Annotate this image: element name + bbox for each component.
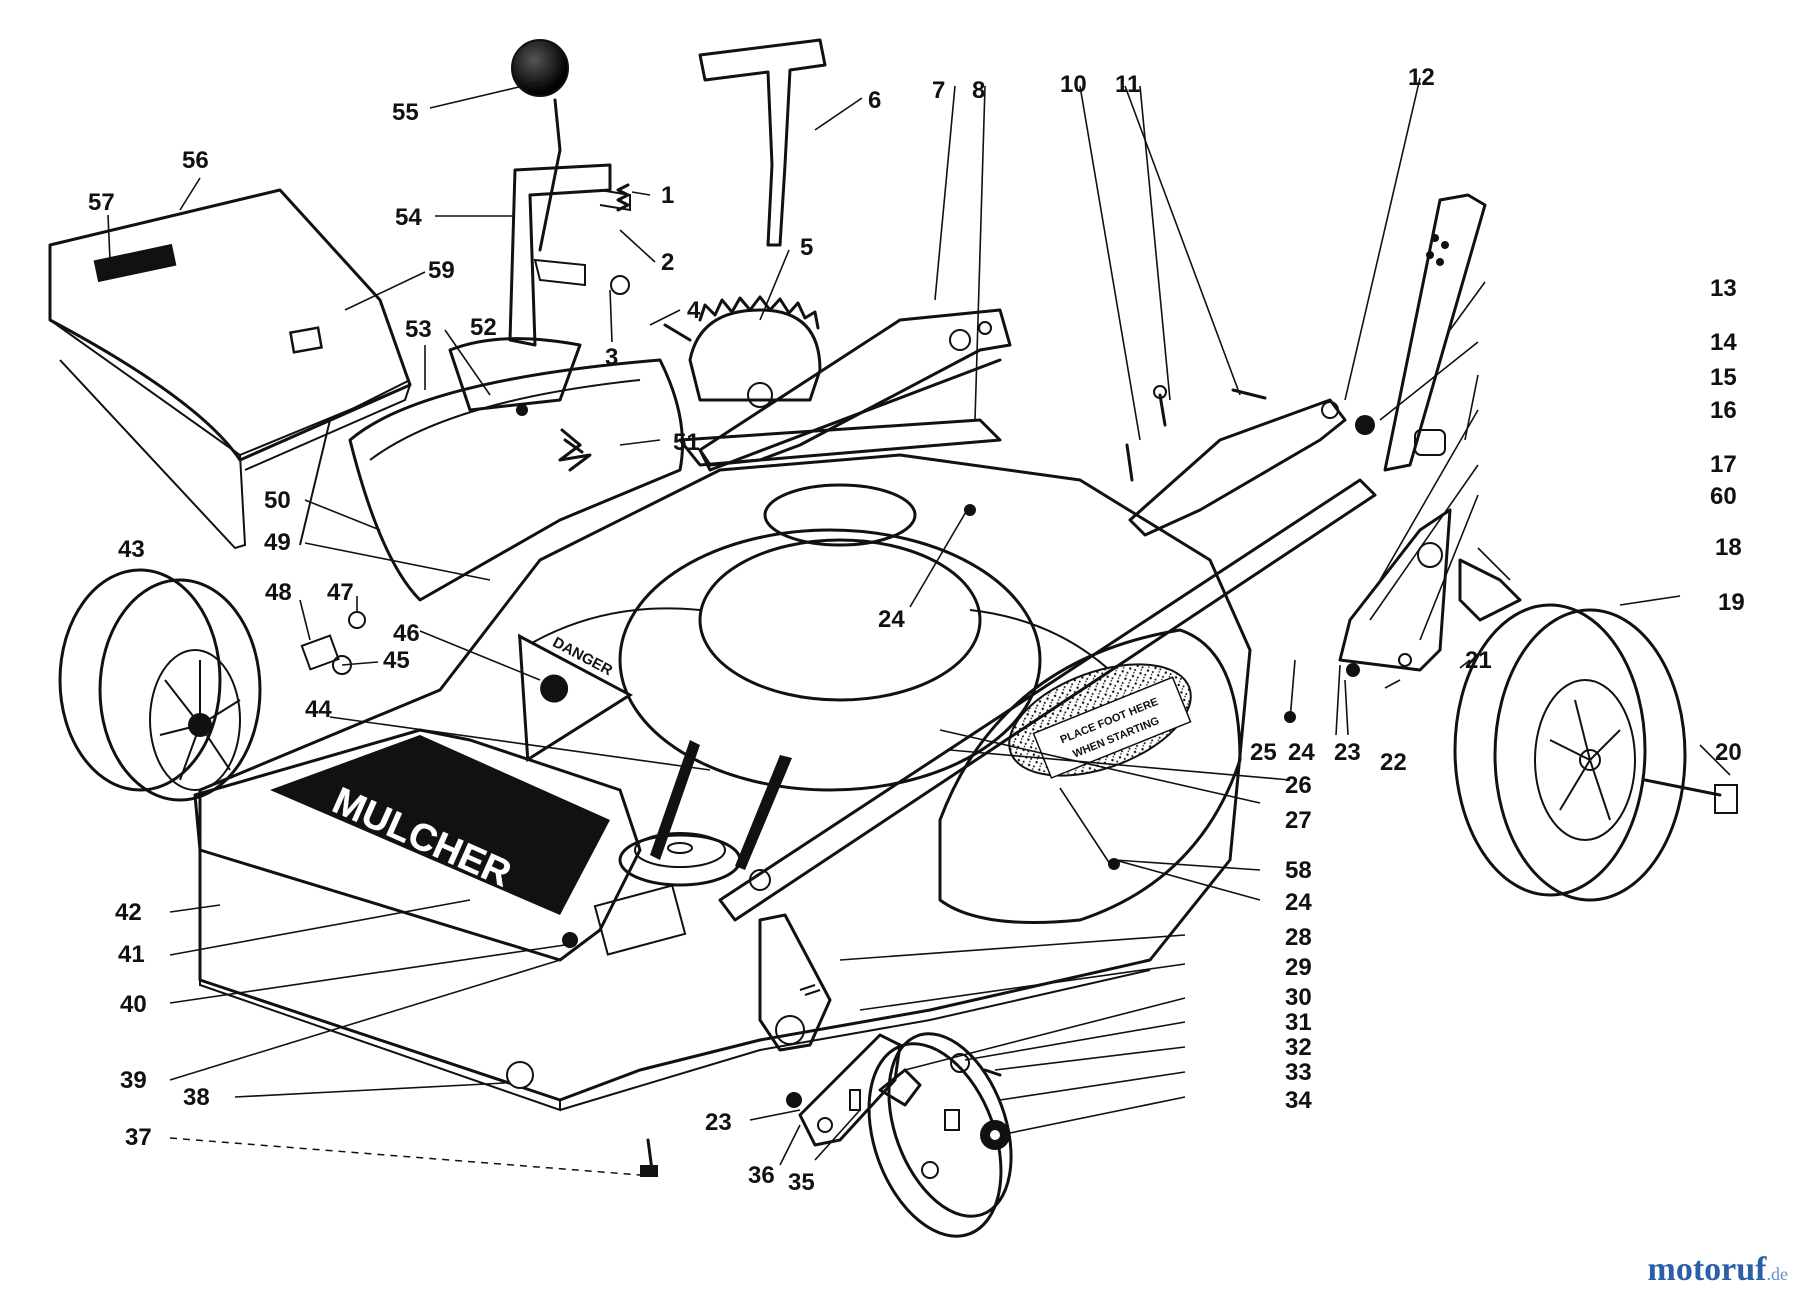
- part-label-2: 2: [661, 249, 674, 276]
- rear-baffle: [348, 337, 684, 602]
- part-label-20: 20: [1715, 739, 1742, 766]
- part-label-13: 13: [1710, 275, 1737, 302]
- part-label-43: 43: [118, 536, 145, 563]
- part-label-32: 32: [1285, 1034, 1312, 1061]
- lift-handle: [698, 38, 827, 247]
- part-label-49: 49: [264, 529, 291, 556]
- part-label-26: 26: [1285, 772, 1312, 799]
- part-label-15: 15: [1710, 364, 1737, 391]
- part-label-16: 16: [1710, 397, 1737, 424]
- part-label-23: 23: [1334, 739, 1361, 766]
- handle-arm: [1383, 193, 1487, 472]
- watermark-tld: .de: [1766, 1264, 1789, 1284]
- part-label-12: 12: [1408, 64, 1435, 91]
- part-label-23b: 23: [705, 1109, 732, 1136]
- part-label-25: 25: [1250, 739, 1277, 766]
- axle-bracket-left: [698, 308, 1012, 472]
- part-label-7: 7: [932, 77, 945, 104]
- part-label-59: 59: [428, 257, 455, 284]
- bag-cover: [48, 188, 412, 550]
- part-label-17: 17: [1710, 451, 1737, 478]
- wheel-left-front: [58, 568, 262, 802]
- part-label-33: 33: [1285, 1059, 1312, 1086]
- part-label-44: 44: [305, 696, 332, 723]
- watermark: motoruf.de: [1648, 1251, 1788, 1289]
- part-label-46: 46: [393, 620, 420, 647]
- hardware: [300, 323, 1446, 1177]
- height-quadrant: [688, 295, 822, 408]
- part-label-29: 29: [1285, 954, 1312, 981]
- front-right-bracket: [758, 913, 832, 1052]
- part-label-31: 31: [1285, 1009, 1312, 1036]
- leader-lines: [107, 77, 1731, 1176]
- part-label-53: 53: [405, 316, 432, 343]
- danger-decal: DANGER: [517, 633, 634, 763]
- part-label-45: 45: [383, 647, 410, 674]
- part-label-34: 34: [1285, 1087, 1312, 1114]
- part-label-35: 35: [788, 1169, 815, 1196]
- latch-59: [289, 326, 323, 354]
- part-label-38: 38: [183, 1084, 210, 1111]
- part-label-8: 8: [972, 77, 985, 104]
- part-label-40: 40: [120, 991, 147, 1018]
- part-label-36: 36: [748, 1162, 775, 1189]
- part-label-56: 56: [182, 147, 209, 174]
- axle-bracket-right: [1128, 398, 1347, 537]
- part-label-21: 21: [1465, 647, 1492, 674]
- part-label-52: 52: [470, 314, 497, 341]
- part-label-42: 42: [115, 899, 142, 926]
- part-label-30: 30: [1285, 984, 1312, 1011]
- part-label-51: 51: [673, 429, 700, 456]
- part-label-24b: 24: [1285, 889, 1312, 916]
- part-label-57: 57: [88, 189, 115, 216]
- part-label-14: 14: [1710, 329, 1737, 356]
- part-label-28: 28: [1285, 924, 1312, 951]
- part-label-50: 50: [264, 487, 291, 514]
- part-label-55: 55: [392, 99, 419, 126]
- part-label-41: 41: [118, 941, 145, 968]
- part-label-5: 5: [800, 234, 813, 261]
- rear-axle: [678, 418, 1377, 922]
- part-label-27: 27: [1285, 807, 1312, 834]
- part-label-48: 48: [265, 579, 292, 606]
- part-label-58: 58: [1285, 857, 1312, 884]
- label-57-plate: [93, 243, 177, 283]
- mulcher-decal: [270, 735, 610, 915]
- wheel-right-rear: [1453, 603, 1738, 902]
- part-label-24c: 24: [878, 606, 905, 633]
- part-label-11: 11: [1115, 71, 1140, 98]
- part-label-47: 47: [327, 579, 354, 606]
- part-label-18: 18: [1715, 534, 1742, 561]
- part-label-19: 19: [1718, 589, 1745, 616]
- part-label-60: 60: [1710, 483, 1737, 510]
- part-label-24: 24: [1288, 739, 1315, 766]
- front-right-arm: [798, 1033, 922, 1147]
- height-lever: [508, 39, 631, 347]
- part-labels: 1 2 3 4 5 6 7 8 10 11 12 13 14 15 16 17 …: [88, 64, 1745, 1196]
- watermark-main: motoruf: [1647, 1251, 1767, 1288]
- part-label-54: 54: [395, 204, 422, 231]
- part-label-3: 3: [605, 344, 618, 371]
- part-label-39: 39: [120, 1067, 147, 1094]
- part-label-4: 4: [687, 297, 701, 324]
- part-label-37: 37: [125, 1124, 152, 1151]
- rear-right-plate: [1338, 508, 1522, 672]
- part-label-22: 22: [1380, 749, 1407, 776]
- part-label-6: 6: [868, 87, 881, 114]
- part-label-10: 10: [1060, 71, 1087, 98]
- part-label-1: 1: [661, 182, 674, 209]
